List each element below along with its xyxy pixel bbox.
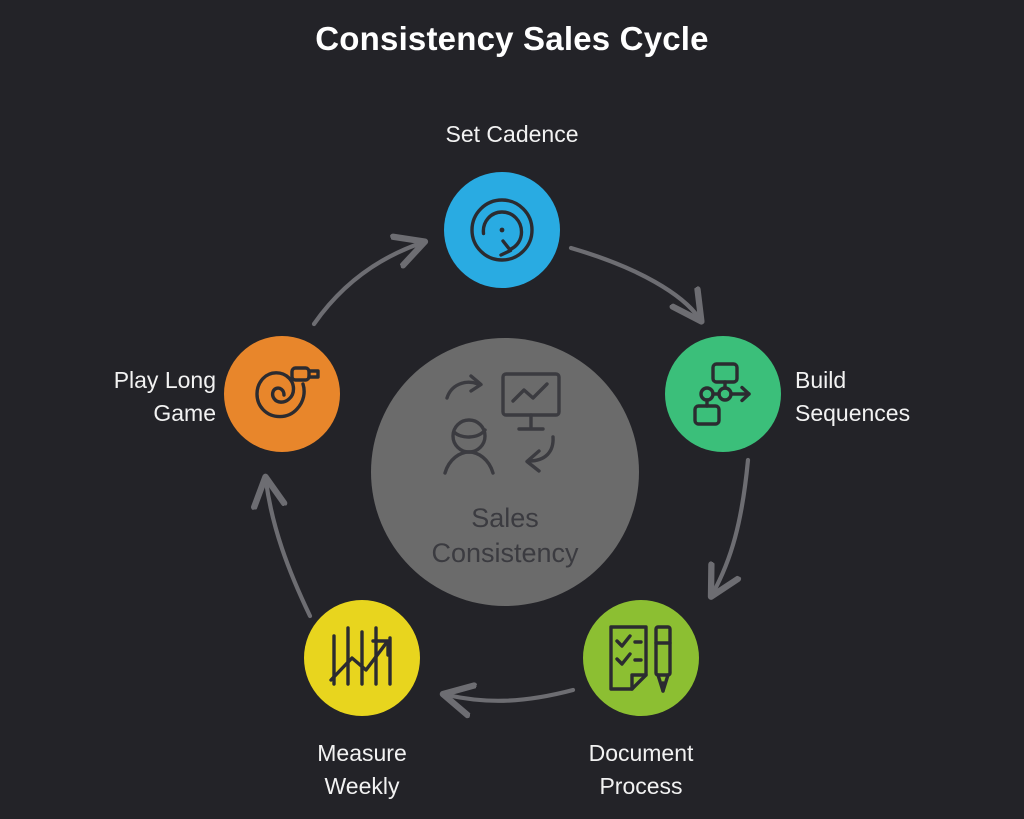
arrow-measure-weekly-to-play-long-game [266,481,313,619]
node-play-long-game[interactable] [224,336,340,452]
page-title: Consistency Sales Cycle [315,20,709,57]
label-build-sequences: Build Sequences [795,367,911,426]
checklist-pen-icon [609,625,672,693]
label-set-cadence: Set Cadence [445,121,579,147]
node-document-process[interactable] [583,600,699,716]
label-document-process: Document Process [588,740,694,799]
monitor-chart-icon [501,372,561,431]
label-play-long-game: Play Long Game [113,367,216,426]
arrow-build-sequences-to-document-process [713,457,751,593]
bar-chart-trend-icon [329,626,392,686]
return-arrow-icon [525,435,555,473]
node-build-sequences[interactable] [665,336,781,452]
refresh-cycle-icon [470,198,534,262]
hub-sales-consistency: Sales Consistency [371,338,639,606]
hub-icon-group [441,368,569,483]
person-icon [443,418,495,475]
node-measure-weekly[interactable] [304,600,420,716]
arrow-set-cadence-to-build-sequences [568,245,699,318]
label-measure-weekly: Measure Weekly [317,740,407,799]
hub-label: Sales Consistency [431,503,579,569]
arrow-document-process-to-measure-weekly [447,690,576,701]
coiled-hose-icon [255,366,320,419]
arrow-play-long-game-to-set-cadence [311,243,421,327]
curved-arrow-icon [445,374,483,400]
workflow-nodes-icon [693,362,751,426]
node-set-cadence[interactable] [444,172,560,288]
